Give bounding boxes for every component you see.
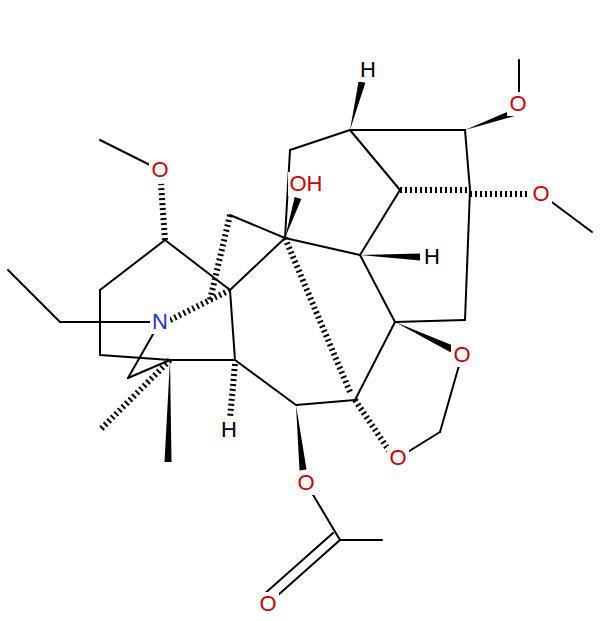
atom-label: N bbox=[150, 310, 170, 334]
atom-label: O bbox=[530, 182, 551, 206]
atom-label: OH bbox=[288, 172, 325, 196]
bond-lines bbox=[8, 60, 592, 604]
wedge-bonds bbox=[165, 81, 518, 470]
atom-label: H bbox=[219, 418, 239, 442]
atom-label: H bbox=[358, 58, 378, 82]
atom-label: O bbox=[507, 92, 528, 116]
atom-label: H bbox=[422, 245, 442, 269]
atom-label: O bbox=[149, 158, 170, 182]
atom-label: O bbox=[257, 592, 278, 616]
atom-label: O bbox=[387, 446, 408, 470]
hashed-bonds bbox=[100, 184, 530, 452]
atom-label: O bbox=[451, 343, 472, 367]
atom-label: O bbox=[295, 471, 316, 495]
